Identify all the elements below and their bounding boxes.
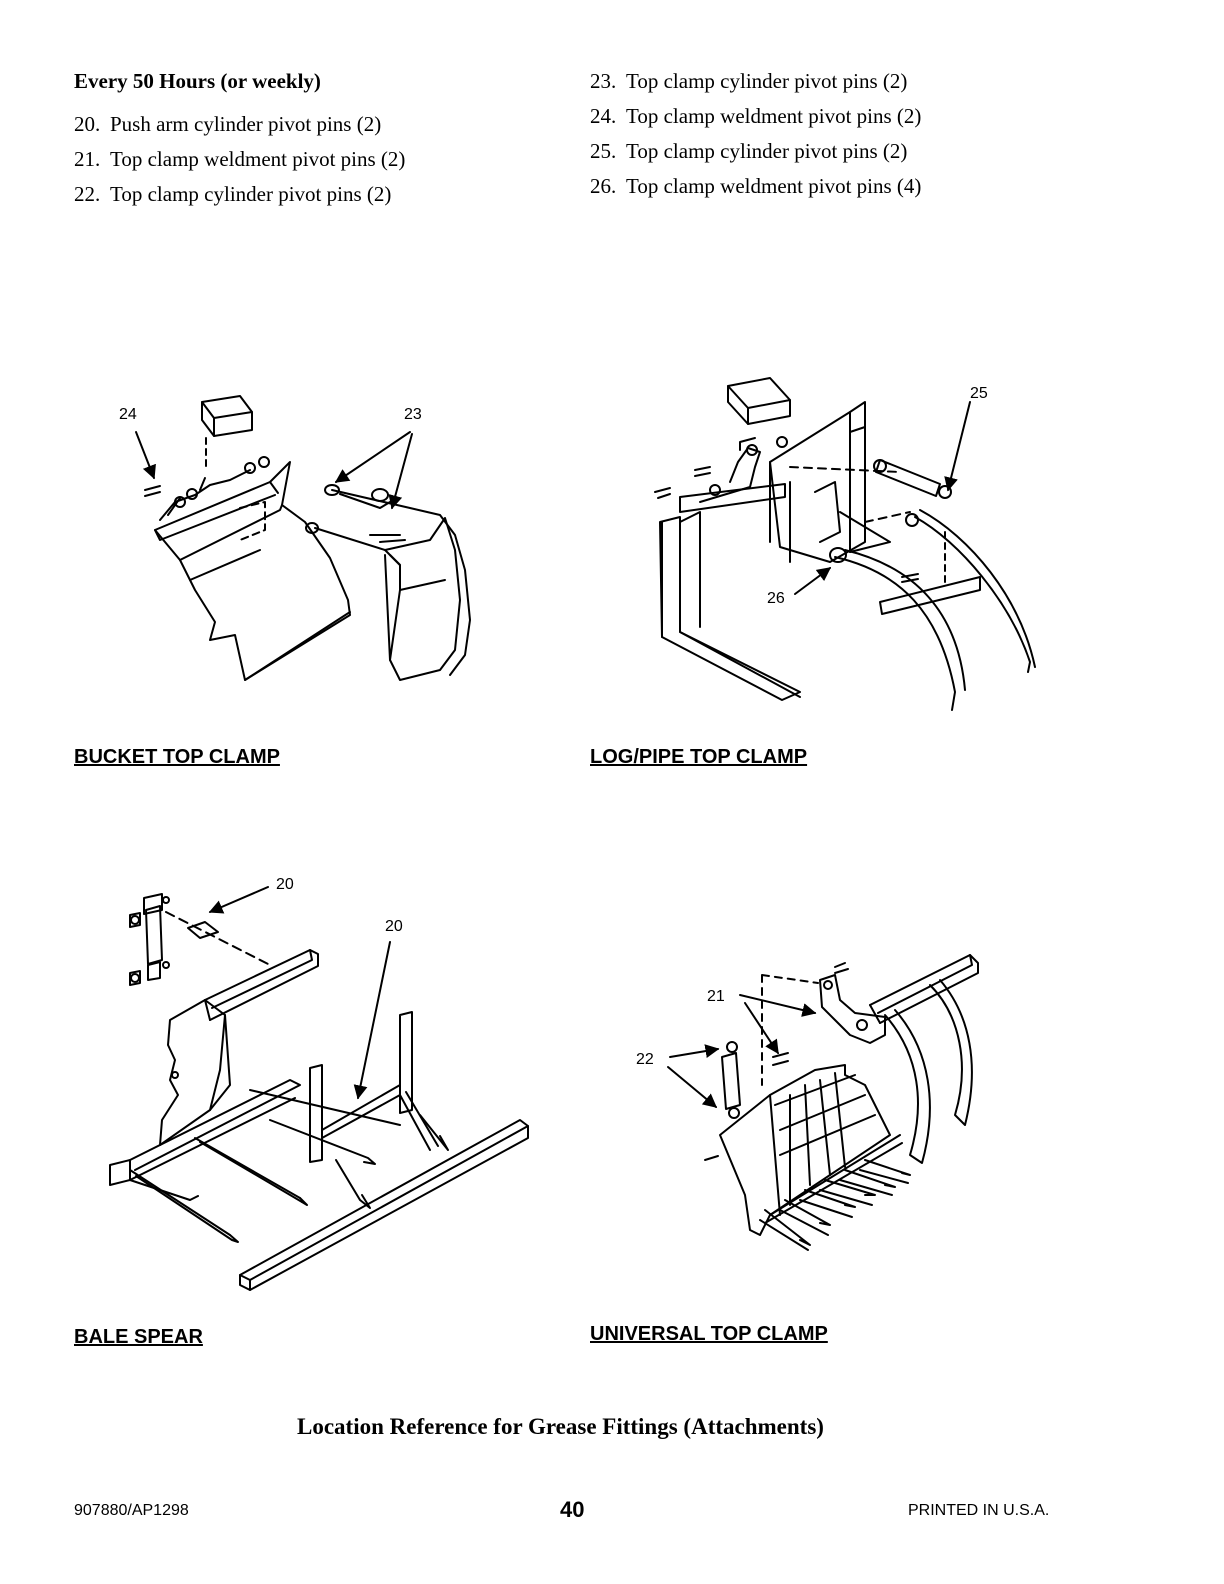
list-item-number: 22. (74, 182, 101, 206)
log-pipe-top-clamp-illustration (640, 372, 1040, 717)
list-item-number: 25. (590, 139, 617, 163)
page-number: 40 (560, 1497, 585, 1522)
list-item-text: Top clamp weldment pivot pins (4) (626, 174, 922, 198)
list-item-text: Top clamp weldment pivot pins (2) (110, 147, 406, 171)
list-item-number: 21. (74, 147, 101, 171)
callout-25: 25 (970, 385, 988, 402)
list-item-text: Top clamp weldment pivot pins (2) (626, 104, 922, 128)
bale-spear-illustration (100, 870, 540, 1300)
list-item: 25. Top clamp cylinder pivot pins (2) (590, 139, 921, 174)
list-item-number: 23. (590, 69, 617, 93)
caption-universal-top-clamp: UNIVERSAL TOP CLAMP (590, 1323, 828, 1345)
list-item: 22. Top clamp cylinder pivot pins (2) (74, 182, 405, 217)
footer-part-number: 907880/AP1298 (74, 1502, 189, 1519)
callout-20-cylinder: 20 (276, 876, 294, 893)
caption-log-pipe-top-clamp: LOG/PIPE TOP CLAMP (590, 746, 808, 768)
list-item: 20. Push arm cylinder pivot pins (2) (74, 112, 405, 147)
callout-21: 21 (707, 988, 725, 1005)
list-item-text: Top clamp cylinder pivot pins (2) (626, 69, 908, 93)
bucket-top-clamp-illustration (100, 390, 500, 700)
list-item: 24. Top clamp weldment pivot pins (2) (590, 104, 921, 139)
right-item-list: 23. Top clamp cylinder pivot pins (2) 24.… (590, 69, 921, 209)
caption-bucket-top-clamp: BUCKET TOP CLAMP (74, 746, 280, 768)
list-item-number: 24. (590, 104, 617, 128)
caption-bale-spear: BALE SPEAR (74, 1326, 203, 1348)
list-item-number: 26. (590, 174, 617, 198)
list-item: 21. Top clamp weldment pivot pins (2) (74, 147, 405, 182)
callout-26: 26 (767, 590, 785, 607)
list-item: 23. Top clamp cylinder pivot pins (2) (590, 69, 921, 104)
list-item-text: Top clamp cylinder pivot pins (2) (110, 182, 392, 206)
list-item-number: 20. (74, 112, 101, 136)
universal-top-clamp-illustration (640, 945, 1020, 1255)
list-item-text: Top clamp cylinder pivot pins (2) (626, 139, 908, 163)
callout-24: 24 (119, 406, 137, 423)
left-item-list: 20. Push arm cylinder pivot pins (2) 21. T… (74, 112, 405, 217)
footer-printed: PRINTED IN U.S.A. (908, 1502, 1050, 1519)
callout-20-frame: 20 (385, 918, 403, 935)
list-item-text: Push arm cylinder pivot pins (2) (110, 112, 382, 136)
page-title: Location Reference for Grease Fittings (… (297, 1414, 824, 1439)
section-heading: Every 50 Hours (or weekly) (74, 69, 321, 93)
callout-23: 23 (404, 406, 422, 423)
callout-22: 22 (636, 1051, 654, 1068)
list-item: 26. Top clamp weldment pivot pins (4) (590, 174, 921, 209)
